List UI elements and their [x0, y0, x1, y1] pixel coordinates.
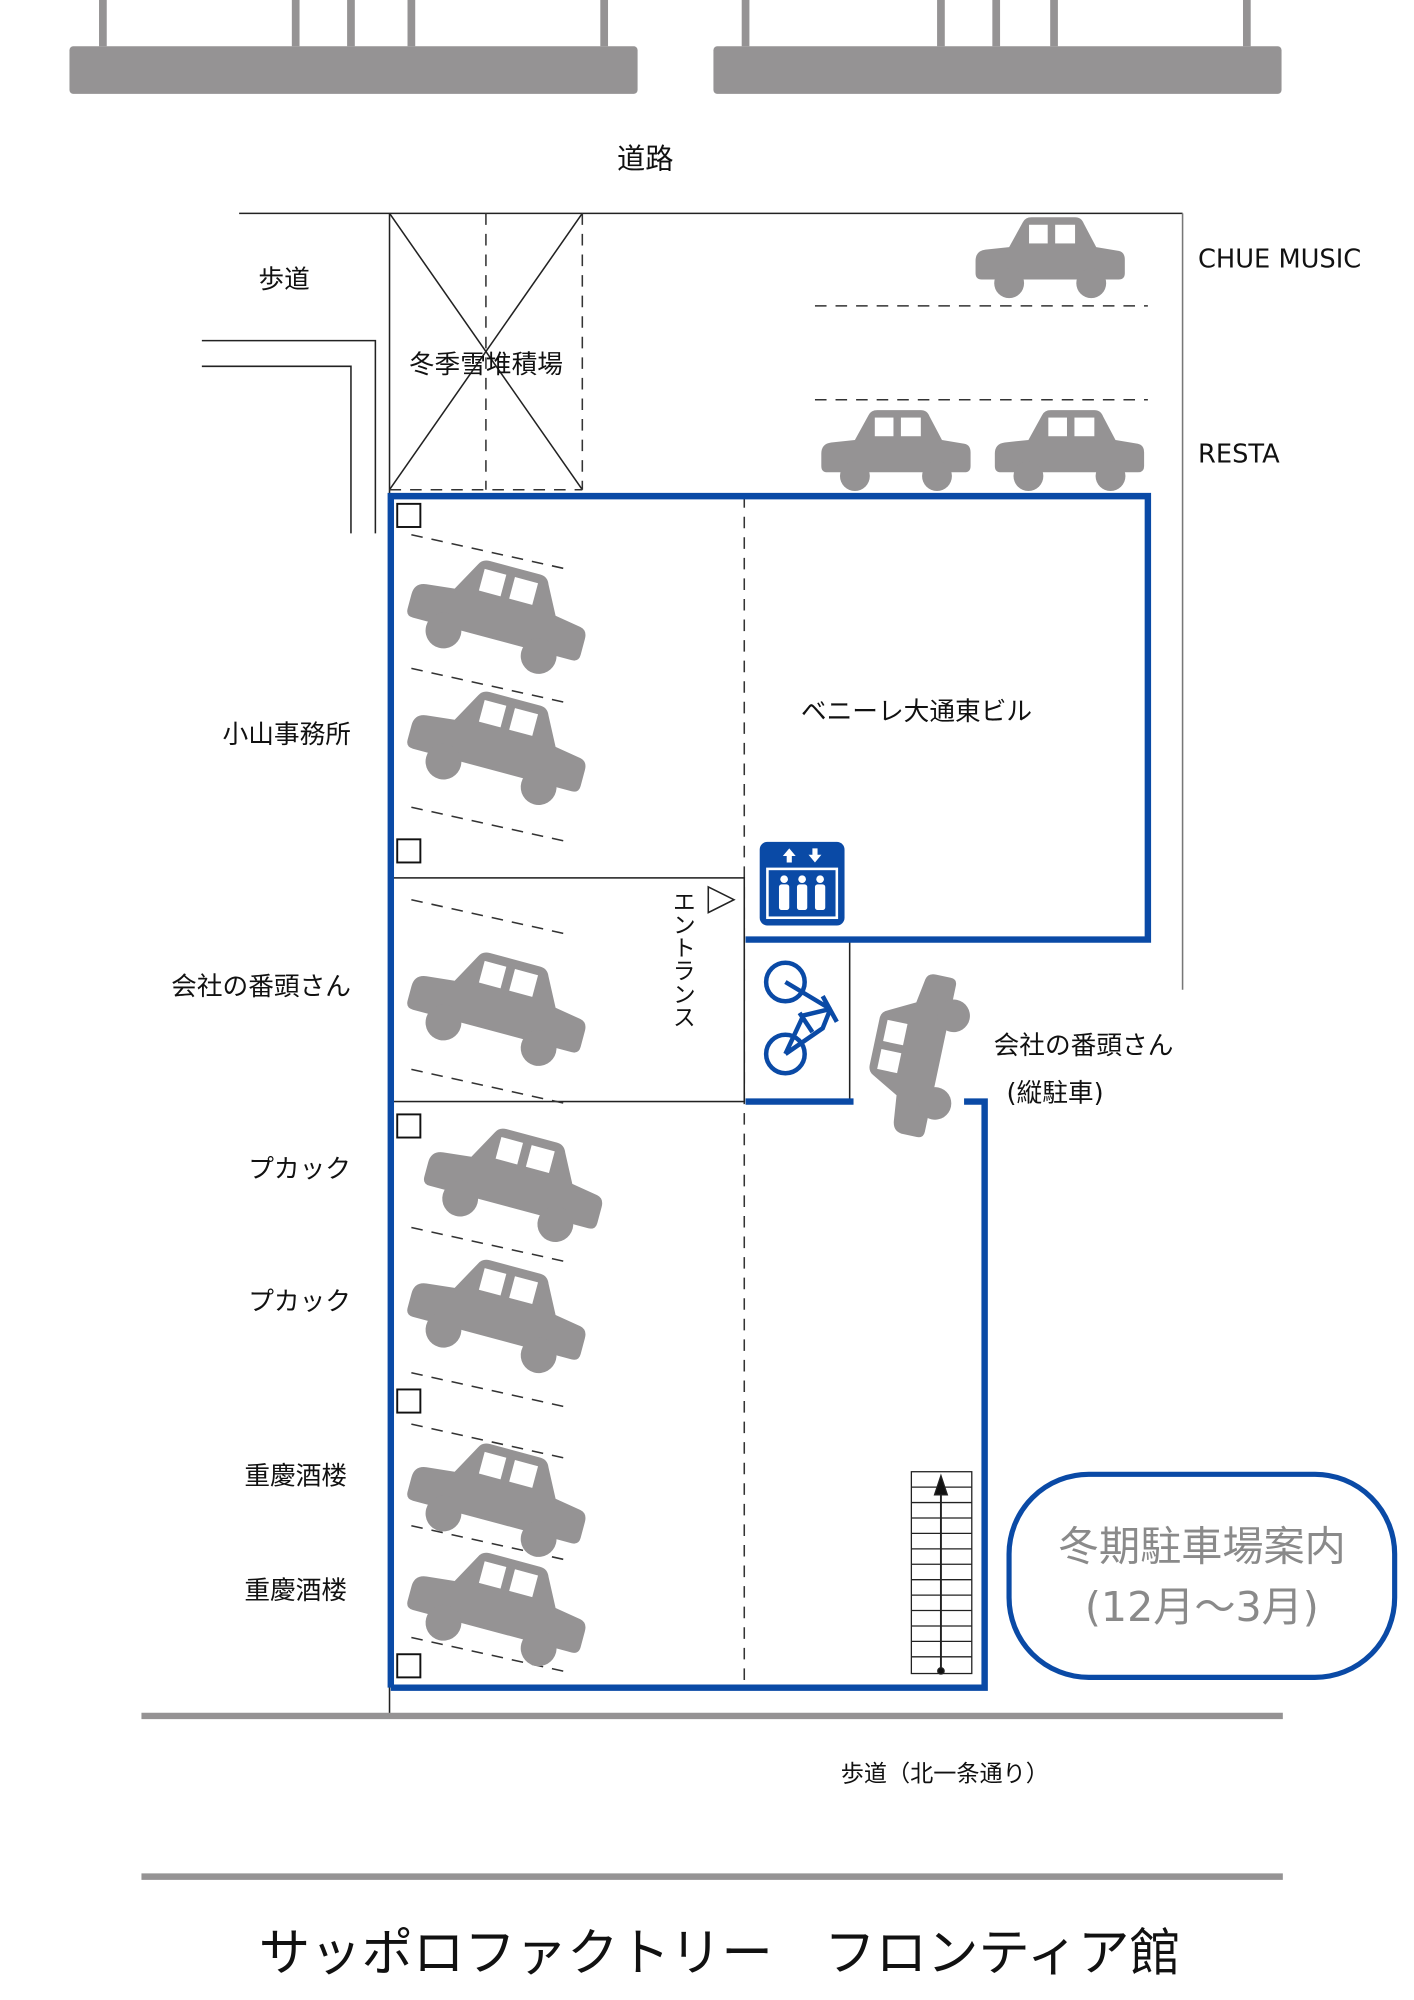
building-label: ベニーレ大通東ビル: [801, 697, 1032, 727]
car-icon: [399, 1535, 599, 1677]
winter-parking-notice: 冬期駐車場案内 (12月～3月): [1006, 1471, 1398, 1680]
stall-label: プカック: [248, 1287, 351, 1317]
elevator-icon: [759, 841, 845, 926]
snow-area-label: 冬季雪堆積場: [409, 350, 563, 380]
neighbor-resta: RESTA: [1198, 440, 1280, 470]
car-icon: [399, 543, 599, 684]
building-outline: [387, 492, 1152, 1688]
neighbor-chue-music: CHUE MUSIC: [1198, 244, 1361, 274]
bottom-sidewalk-label: 歩道（北一条通り）: [841, 1761, 1049, 1787]
lot-boundary-bottom: [390, 1098, 988, 1691]
snow-storage-area: 冬季雪堆積場: [388, 212, 584, 491]
car-icon: [399, 1242, 599, 1383]
notice-period: (12月～3月): [1085, 1583, 1319, 1631]
stall-label: 会社の番頭さん: [171, 972, 351, 1002]
car-icon: [416, 1111, 615, 1252]
sidewalk-edge-outer: [201, 339, 377, 534]
stall-label: 重慶酒楼: [244, 1462, 347, 1492]
top-building-left: [69, 0, 638, 94]
stall-label: プカック: [248, 1154, 351, 1184]
parallel-parking-note: (縦駐車): [1006, 1079, 1103, 1109]
car-icon: [857, 965, 978, 1143]
stall-label: 小山事務所: [223, 720, 351, 750]
car-icon: [975, 217, 1125, 299]
entrance-arrow-icon: [707, 885, 736, 914]
road-label: 道路: [617, 142, 674, 175]
parallel-parking-label: 会社の番頭さん: [994, 1031, 1174, 1061]
bicycle-icon: [763, 960, 839, 1076]
sidewalk-label: 歩道: [258, 265, 309, 295]
car-icon: [399, 935, 599, 1076]
stall-label: 重慶酒楼: [244, 1576, 347, 1606]
entrance-label: エントランス: [668, 889, 694, 1028]
stall-markers: [396, 502, 422, 1679]
stairs-icon: [910, 1471, 973, 1675]
car-icon: [994, 410, 1145, 491]
notice-title: 冬期駐車場案内: [1058, 1522, 1346, 1570]
page-title: サッポロファクトリー フロンティア館: [259, 1923, 1181, 1983]
sidewalk-edge-inner: [201, 365, 352, 534]
car-icon: [399, 674, 599, 815]
top-building-right: [713, 0, 1282, 94]
car-icon: [821, 410, 971, 491]
